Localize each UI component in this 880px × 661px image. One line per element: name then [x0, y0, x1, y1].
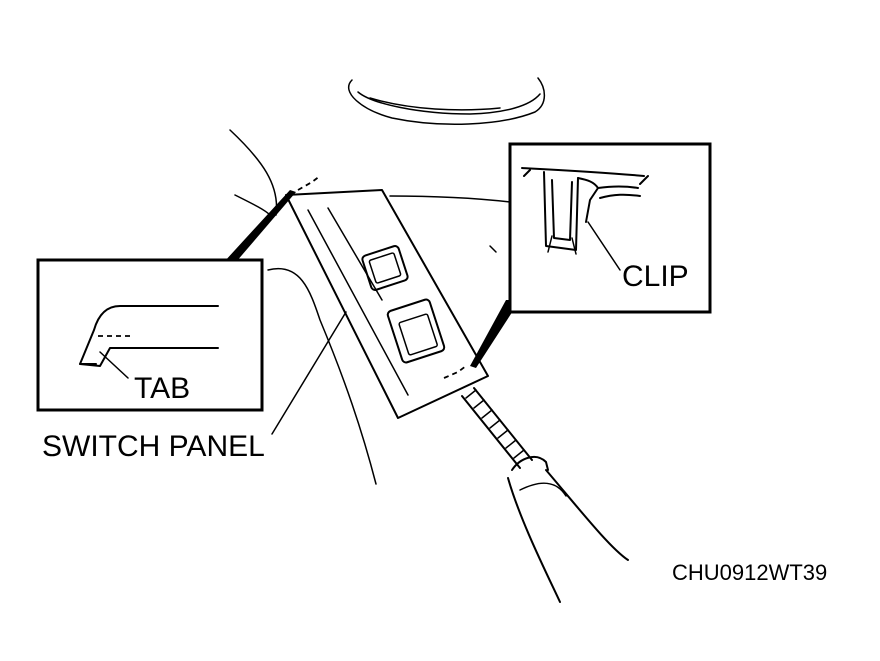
- window-switch-large: [386, 298, 446, 364]
- figure-code: CHU0912WT39: [672, 560, 827, 585]
- clip-callout-wedge: [470, 300, 520, 368]
- tab-detail-box: [36, 258, 264, 412]
- switch-panel-label: SWITCH PANEL: [42, 430, 265, 463]
- clip-label: CLIP: [622, 260, 689, 293]
- screwdriver: [461, 387, 629, 603]
- window-switch-small: [361, 245, 409, 291]
- switch-panel: [285, 175, 489, 419]
- tab-callout-wedge: [224, 190, 296, 262]
- door-trim-background: [229, 77, 546, 485]
- clip-detail-box: [508, 142, 712, 314]
- switch-panel-leader: [271, 311, 347, 435]
- tab-label: TAB: [134, 372, 190, 405]
